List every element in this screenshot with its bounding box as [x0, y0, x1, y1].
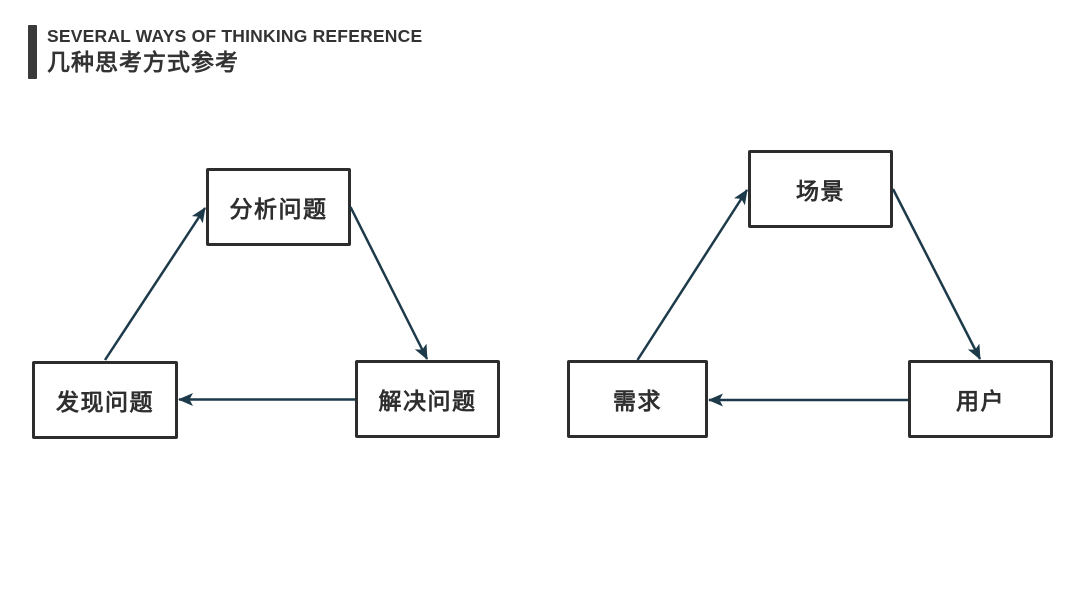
node-solve-problem: 解决问题: [355, 360, 500, 438]
node-scene: 场景: [748, 150, 893, 228]
node-analyze-problem: 分析问题: [206, 168, 351, 246]
node-find-problem: 发现问题: [32, 361, 178, 439]
node-label: 发现问题: [56, 389, 154, 415]
node-user: 用户: [908, 360, 1053, 438]
header-accent-bar: [28, 25, 37, 79]
connector-find-to-analyze: [103, 207, 207, 361]
node-label: 分析问题: [229, 196, 328, 222]
node-label: 需求: [613, 388, 662, 414]
node-label: 用户: [956, 388, 1005, 414]
connector-analyze-to-solve: [349, 206, 429, 360]
connector-demand-to-scene: [636, 189, 749, 361]
node-demand: 需求: [567, 360, 708, 438]
header: SEVERAL WAYS OF THINKING REFERENCE 几种思考方…: [47, 26, 422, 76]
page-title-en: SEVERAL WAYS OF THINKING REFERENCE: [47, 26, 423, 46]
node-label: 解决问题: [378, 388, 477, 414]
page-title-zh: 几种思考方式参考: [47, 49, 239, 76]
node-label: 场景: [796, 178, 845, 204]
connector-scene-to-user: [891, 188, 982, 360]
